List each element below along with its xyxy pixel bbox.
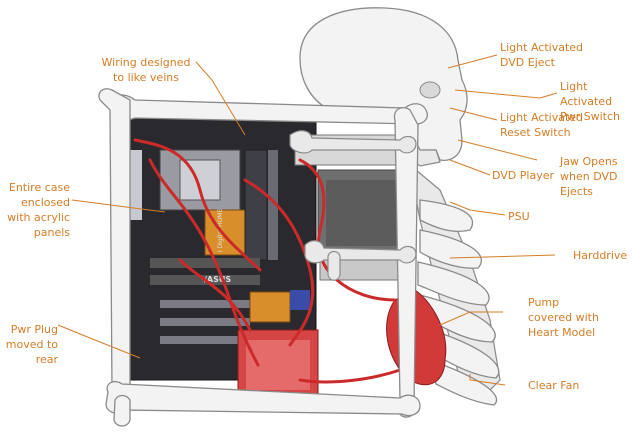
psu: [317, 169, 411, 256]
callout-dvd-eject: Light Activated DVD Eject: [500, 41, 584, 69]
callout-case-enclosed: Entire case enclosed with acrylic panels: [7, 181, 70, 239]
callout-dvd-player: DVD Player: [492, 169, 554, 182]
ribcage: [409, 163, 501, 406]
callout-harddrive: Harddrive: [573, 249, 628, 262]
callout-reset-switch: Light Activated Reset Switch: [500, 111, 584, 139]
callout-pwr-switch: Light Activated Pwr Switch: [560, 80, 621, 123]
board-brand-text: /ASUS: [204, 275, 231, 284]
callout-clear-fan: Clear Fan: [528, 379, 580, 392]
reservoir: [237, 329, 319, 401]
callout-pump: Pump covered with Heart Model: [528, 296, 599, 339]
bone-frame: [98, 88, 428, 427]
leader-lines: [57, 54, 558, 386]
callout-pwr-plug: Pwr Plug moved to rear: [5, 323, 58, 366]
callout-wiring: Wiring designed to like veins: [101, 56, 191, 84]
callout-jaw: Jaw Opens when DVD Ejects: [560, 155, 618, 198]
tubing-veins: [133, 138, 402, 384]
callout-psu: PSU: [508, 210, 530, 223]
